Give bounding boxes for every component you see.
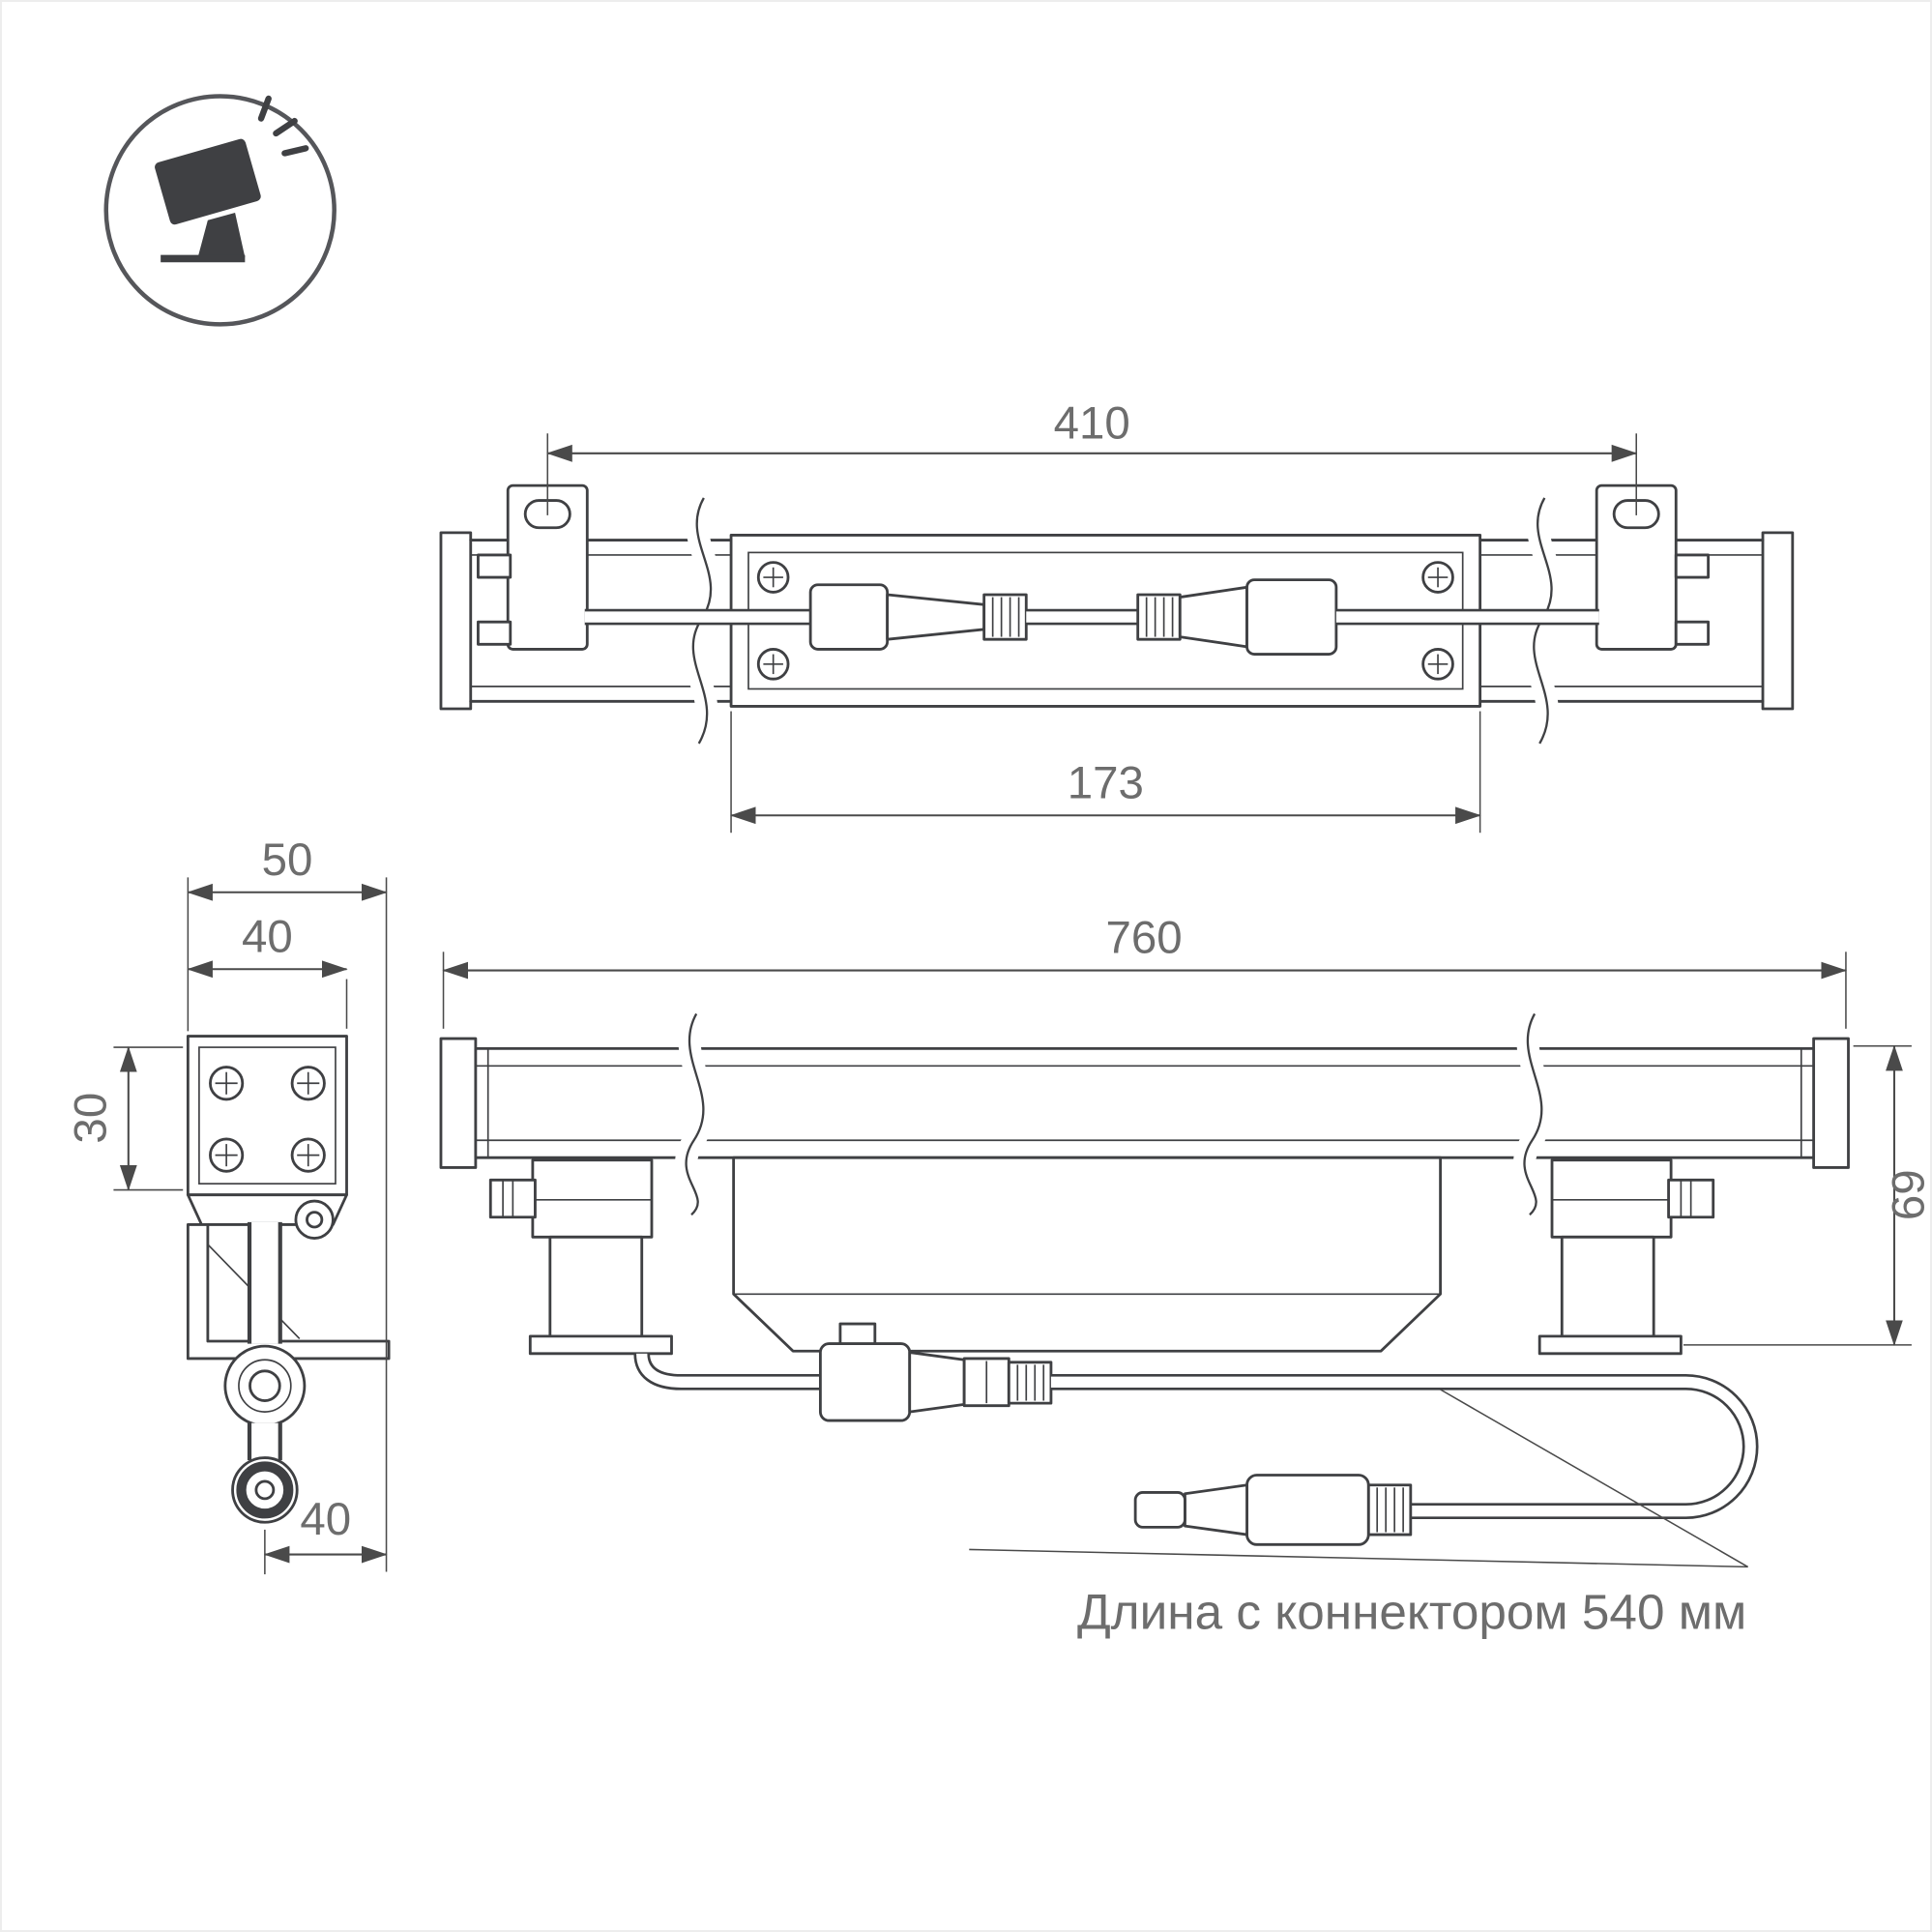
side-right-bracket <box>1537 1158 1715 1356</box>
module-screws <box>756 561 1454 681</box>
section-outer-width-label: 50 <box>262 834 313 886</box>
top-left-endcap <box>439 531 473 711</box>
top-right-endcap <box>1761 531 1795 711</box>
left-bracket-screw <box>477 553 512 579</box>
dim-30: 30 <box>66 1045 184 1191</box>
top-view: 410 173 <box>439 397 1795 834</box>
connector-length-note: Длина с коннектором 540 мм <box>1077 1585 1746 1640</box>
dim-760: 760 <box>442 913 1848 1029</box>
dim-40-bottom: 40 <box>263 1494 388 1575</box>
dim-410: 410 <box>546 397 1638 515</box>
floodlight-icon <box>103 94 337 327</box>
end-connector <box>1133 1474 1413 1546</box>
mid-connector <box>818 1322 1053 1422</box>
side-left-endcap <box>439 1037 478 1169</box>
section-body-width-label: 40 <box>242 911 293 962</box>
side-view: 760 69 Длина с коннектором 540 мм <box>439 913 1932 1640</box>
break-line <box>1523 1012 1543 1216</box>
side-height-dim-label: 69 <box>1884 1169 1932 1220</box>
section-screws <box>209 1066 326 1173</box>
adjustment-knob <box>294 1199 335 1240</box>
icon-circle <box>103 94 337 327</box>
section-view: 50 40 30 40 <box>66 834 391 1575</box>
dim-40-top: 40 <box>187 911 348 1029</box>
section-bracket <box>186 1223 391 1361</box>
right-bracket-screw <box>1674 620 1711 646</box>
connector-body <box>1245 578 1338 656</box>
right-bracket-screw <box>1674 553 1711 579</box>
side-rail <box>474 1046 1816 1159</box>
connector-ribs <box>982 593 1028 641</box>
top-overall-dim-label: 410 <box>1054 397 1130 449</box>
left-bracket-screw <box>477 620 512 646</box>
leader-line <box>969 1548 1748 1568</box>
dim-69: 69 <box>1683 1044 1932 1346</box>
connector-body <box>808 583 890 651</box>
side-length-dim-label: 760 <box>1106 913 1183 964</box>
leader-line <box>1440 1389 1749 1568</box>
dim-173: 173 <box>729 711 1481 834</box>
light-rays-icon <box>257 95 309 157</box>
dim-50: 50 <box>187 834 388 1572</box>
side-right-endcap <box>1812 1037 1850 1169</box>
floodlight-head <box>155 138 261 225</box>
top-module-dim-label: 173 <box>1068 757 1144 808</box>
floodlight-stand <box>197 213 246 258</box>
connector-cone <box>1178 585 1248 649</box>
section-body <box>186 1035 348 1197</box>
section-bottom-offset-label: 40 <box>300 1494 351 1545</box>
connector-ribs <box>1136 593 1182 641</box>
break-line <box>685 1012 705 1216</box>
heatsink-body <box>732 1156 1443 1353</box>
section-body-height-label: 30 <box>66 1093 117 1144</box>
side-left-bracket <box>488 1158 673 1356</box>
cable-loop <box>223 1344 307 1427</box>
